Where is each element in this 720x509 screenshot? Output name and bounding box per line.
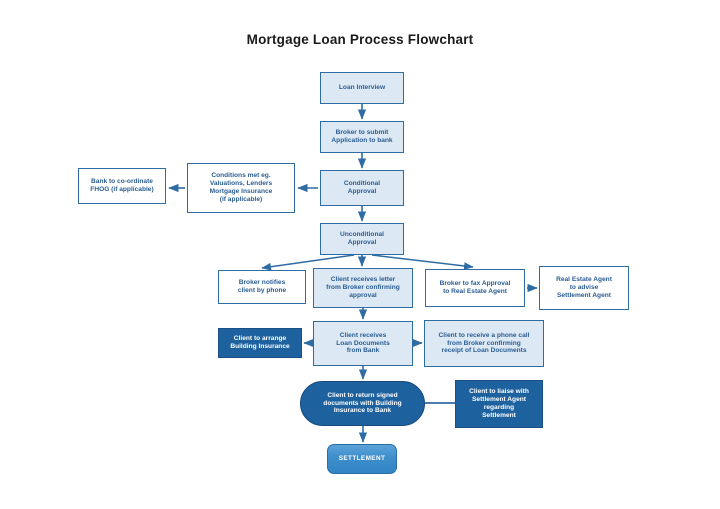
node-loan-interview-label: Loan Interview — [338, 84, 386, 92]
edge-unconditional-approval-to-broker-notifies — [261, 254, 355, 271]
page-title: Mortgage Loan Process Flowchart — [246, 32, 474, 47]
node-loan-interview[interactable]: Loan Interview — [320, 72, 404, 104]
node-settlement-label: SETTLEMENT — [338, 455, 386, 463]
node-settlement[interactable]: SETTLEMENT — [327, 444, 397, 474]
edge-unconditional-approval-to-broker-fax-approval — [371, 254, 474, 270]
